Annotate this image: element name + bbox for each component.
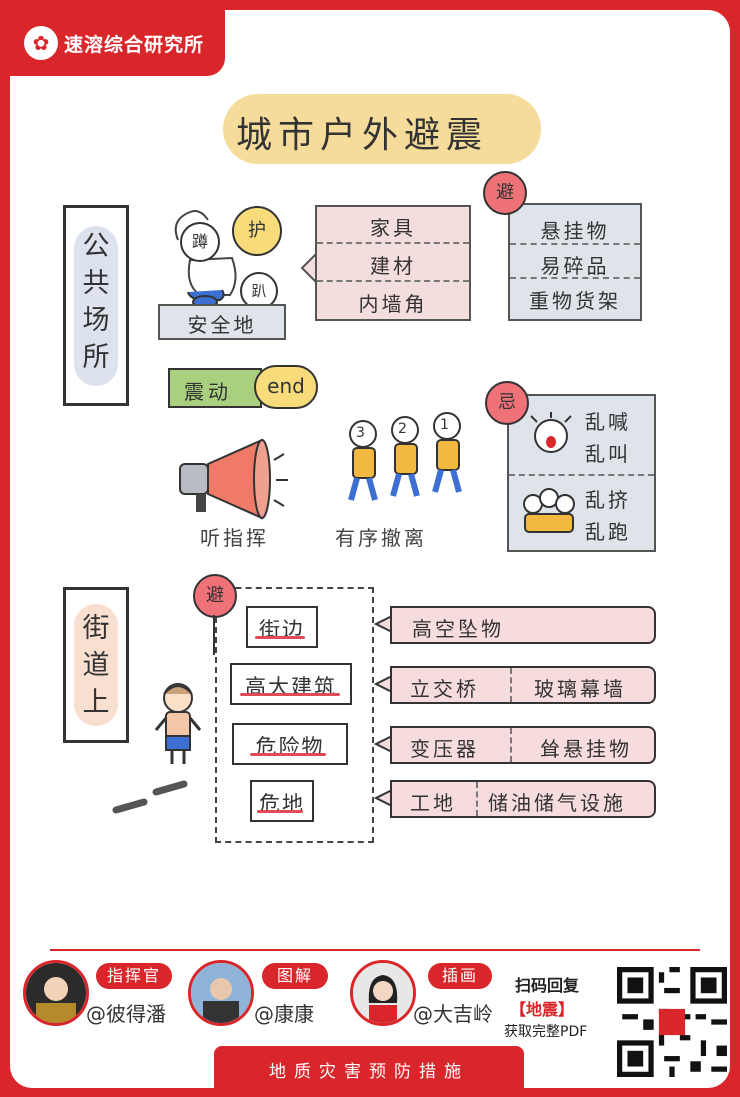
author-handle: @彼得潘 (86, 1002, 166, 1026)
taboo-top: 乱喊 乱叫 (585, 410, 631, 466)
count-mark: 1 (440, 417, 449, 433)
avoid-item: 重物货架 (529, 289, 621, 313)
orderly-label: 有序撤离 (335, 526, 427, 550)
page-title: 城市户外避震 (236, 115, 489, 156)
street-item-label: 危地 (250, 780, 314, 822)
avatar (23, 960, 89, 1026)
avoid-item: 易碎品 (540, 254, 610, 278)
listen-label: 听指挥 (200, 526, 269, 550)
street-heading: 街 道 上 (82, 613, 110, 718)
street-item-label: 危险物 (232, 723, 348, 765)
road-marks-illustration (112, 780, 188, 814)
taboo-badge: 忌 (485, 381, 529, 425)
underline-mark (240, 693, 340, 696)
orderly-evacuation-illustration (348, 412, 462, 501)
role-badge: 指挥官 (96, 963, 172, 989)
scan-instruction: 扫码回复 (515, 976, 580, 995)
street-item-label: 高大建筑 (230, 663, 352, 705)
megaphone-icon (179, 438, 288, 520)
near-item: 建材 (370, 254, 416, 278)
badge-line (213, 615, 215, 655)
avatar (350, 960, 416, 1026)
underline-mark (250, 753, 326, 756)
scan-subtext: 获取完整PDF (504, 1024, 588, 1040)
street-item-label: 街边 (246, 606, 318, 648)
near-item: 家具 (370, 216, 416, 240)
quake-sign: 震动 (168, 368, 262, 408)
example-pill: 变压器 耸悬挂物 (390, 726, 656, 764)
street-avoid-badge: 避 (193, 574, 237, 618)
footer-text: 地质灾害预防措施 (269, 1062, 469, 1082)
public-heading: 公 共 场 所 (82, 231, 110, 373)
underline-mark (257, 810, 303, 813)
scan-keyword: 【地震】 (510, 1000, 575, 1019)
example-pill: 立交桥 玻璃幕墙 (390, 666, 656, 704)
near-item: 内墙角 (358, 292, 428, 316)
count-mark: 3 (356, 425, 365, 441)
taboo-bottom: 乱挤 乱跑 (585, 488, 631, 544)
avatar (188, 960, 254, 1026)
poster-card: ✿ 速溶综合研究所 城市户外避震 公 共 场 所 蹲 护 趴 (10, 10, 730, 1090)
pill-pointers (373, 615, 393, 807)
end-sign: end (254, 365, 318, 409)
street-heading-box: 街 道 上 (63, 587, 129, 743)
brand-name: 速溶综合研究所 (64, 34, 205, 56)
avoid-badge: 避 (483, 171, 527, 215)
crowd-icon (523, 488, 575, 533)
role-badge: 插画 (428, 963, 492, 989)
squat-bubble: 蹲 (180, 222, 220, 262)
taboo-box: 乱喊 乱叫 乱挤 乱跑 (507, 394, 656, 552)
qr-code[interactable] (617, 967, 727, 1077)
safe-spot-box: 安全地 (158, 304, 286, 340)
underline-mark (255, 636, 305, 639)
author-handle: @大吉岭 (413, 1002, 493, 1026)
count-mark: 2 (398, 421, 407, 437)
footer-bar: 地质灾害预防措施 (214, 1046, 524, 1090)
avoid-items-box: 悬挂物 易碎品 重物货架 (508, 203, 642, 321)
street-avoid-frame (215, 587, 374, 843)
brand-header: ✿ 速溶综合研究所 (10, 10, 225, 76)
flame-book-icon: ✿ (24, 26, 58, 60)
role-badge: 图解 (262, 963, 328, 989)
shouting-face-icon (530, 412, 572, 453)
near-items-box: 家具 建材 内墙角 (315, 205, 471, 321)
example-pill: 工地 储油储气设施 (390, 780, 656, 818)
speech-pointer (300, 251, 319, 285)
public-heading-box: 公 共 场 所 (63, 205, 129, 406)
author-handle: @康康 (254, 1002, 314, 1026)
avoid-item: 悬挂物 (540, 219, 610, 243)
title-highlight (223, 94, 541, 164)
example-pill: 高空坠物 (390, 606, 656, 644)
protect-bubble: 护 (232, 206, 282, 256)
boy-illustration (154, 683, 202, 764)
divider (50, 949, 700, 951)
